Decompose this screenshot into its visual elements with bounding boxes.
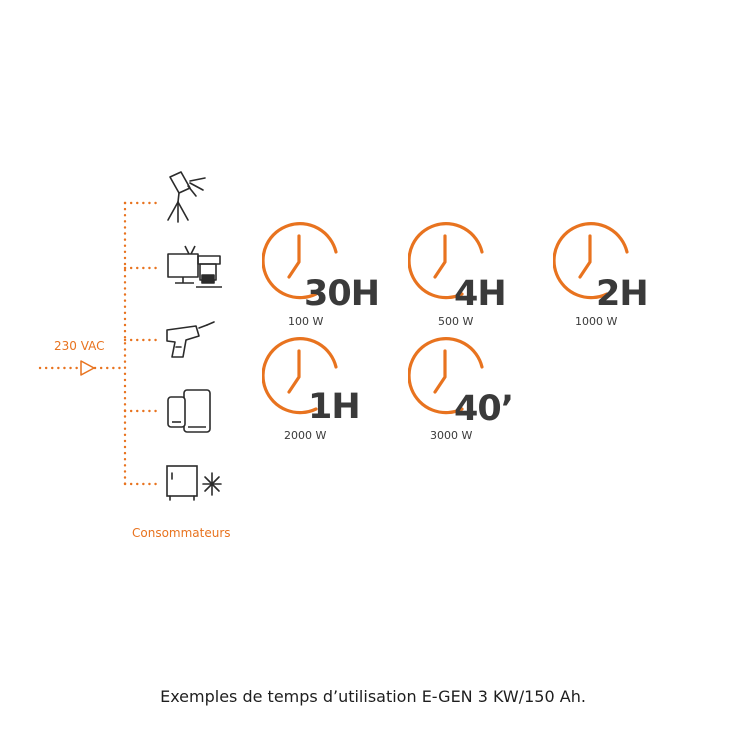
runtime-value: 30H bbox=[304, 274, 380, 314]
spotlight-icon bbox=[167, 171, 206, 223]
clock-icon bbox=[262, 337, 338, 415]
power-value: 100 W bbox=[288, 315, 324, 328]
drill-icon bbox=[166, 321, 215, 358]
voltage-label: 230 VAC bbox=[54, 339, 105, 353]
power-value: 3000 W bbox=[430, 429, 473, 442]
phone-and-tablet-icon bbox=[167, 389, 211, 433]
runtime-clock: 40’ 3000 W bbox=[408, 337, 528, 447]
clock-icon bbox=[553, 222, 629, 300]
wiring-lines bbox=[38, 201, 158, 486]
caption: Exemples de temps d’utilisation E-GEN 3 … bbox=[160, 687, 586, 706]
runtime-clock: 1H 2000 W bbox=[262, 337, 382, 447]
runtime-clock: 30H 100 W bbox=[262, 222, 382, 332]
clock-icon bbox=[408, 337, 484, 415]
clock-icon bbox=[262, 222, 338, 300]
clock-icon bbox=[408, 222, 484, 300]
runtime-clock: 2H 1000 W bbox=[553, 222, 673, 332]
fridge-freezer-icon bbox=[166, 465, 222, 501]
tv-and-coffee-machine-icon bbox=[167, 245, 222, 288]
runtime-value: 4H bbox=[454, 274, 507, 314]
runtime-value: 2H bbox=[596, 274, 649, 314]
power-value: 2000 W bbox=[284, 429, 327, 442]
runtime-value: 40’ bbox=[454, 389, 514, 429]
power-value: 1000 W bbox=[575, 315, 618, 328]
runtime-value: 1H bbox=[308, 387, 361, 427]
input-arrow-icon bbox=[80, 360, 95, 376]
power-value: 500 W bbox=[438, 315, 474, 328]
consumers-label: Consommateurs bbox=[132, 526, 231, 540]
runtime-clock: 4H 500 W bbox=[408, 222, 528, 332]
